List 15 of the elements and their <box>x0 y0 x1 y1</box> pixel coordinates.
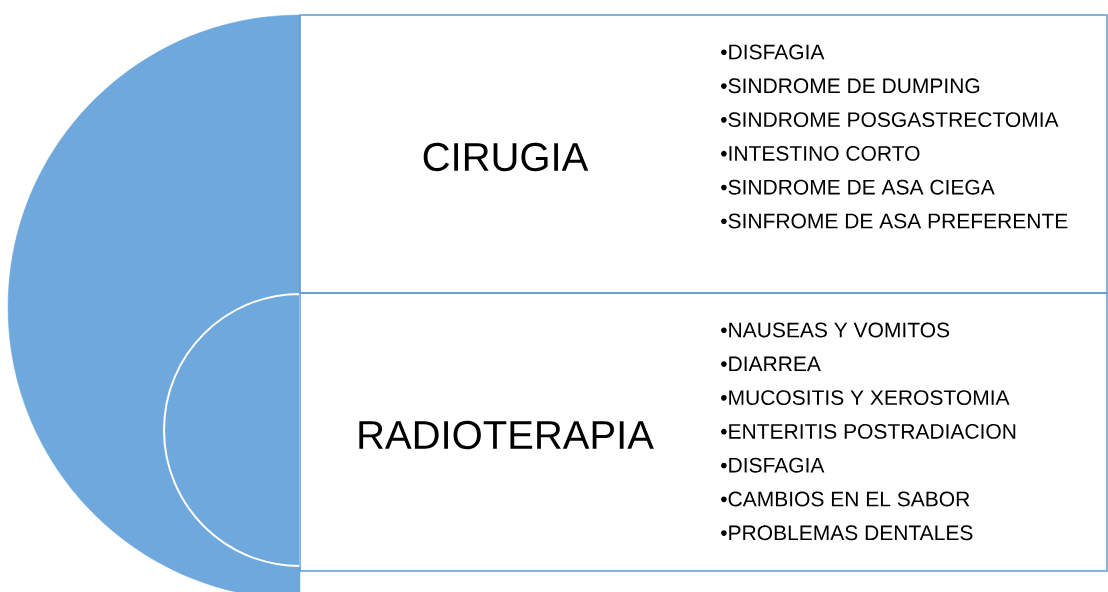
list-item: •SINFROME DE ASA PREFERENTE <box>721 213 1068 229</box>
list-item: •DISFAGIA <box>721 44 825 60</box>
list-item: •ENTERITIS POSTRADIACION <box>721 423 1016 439</box>
list-item: •SINDROME DE ASA CIEGA <box>721 179 995 195</box>
list-item: •SINDROME DE DUMPING <box>721 78 980 94</box>
list-item: •SINDROME POSGASTRECTOMIA <box>721 112 1059 128</box>
list-item: •MUCOSITIS Y XEROSTOMIA <box>721 390 1010 406</box>
list-item: •PROBLEMAS DENTALES <box>721 525 973 541</box>
list-item: •NAUSEAS Y VOMITOS <box>721 322 950 338</box>
list-item: •DISFAGIA <box>721 457 825 473</box>
list-item: •DIARREA <box>721 356 821 372</box>
list-item: •CAMBIOS EN EL SABOR <box>721 491 970 507</box>
list-item: •INTESTINO CORTO <box>721 145 920 161</box>
heading: CIRUGIA <box>423 142 589 172</box>
heading: RADIOTERAPIA <box>359 420 654 450</box>
